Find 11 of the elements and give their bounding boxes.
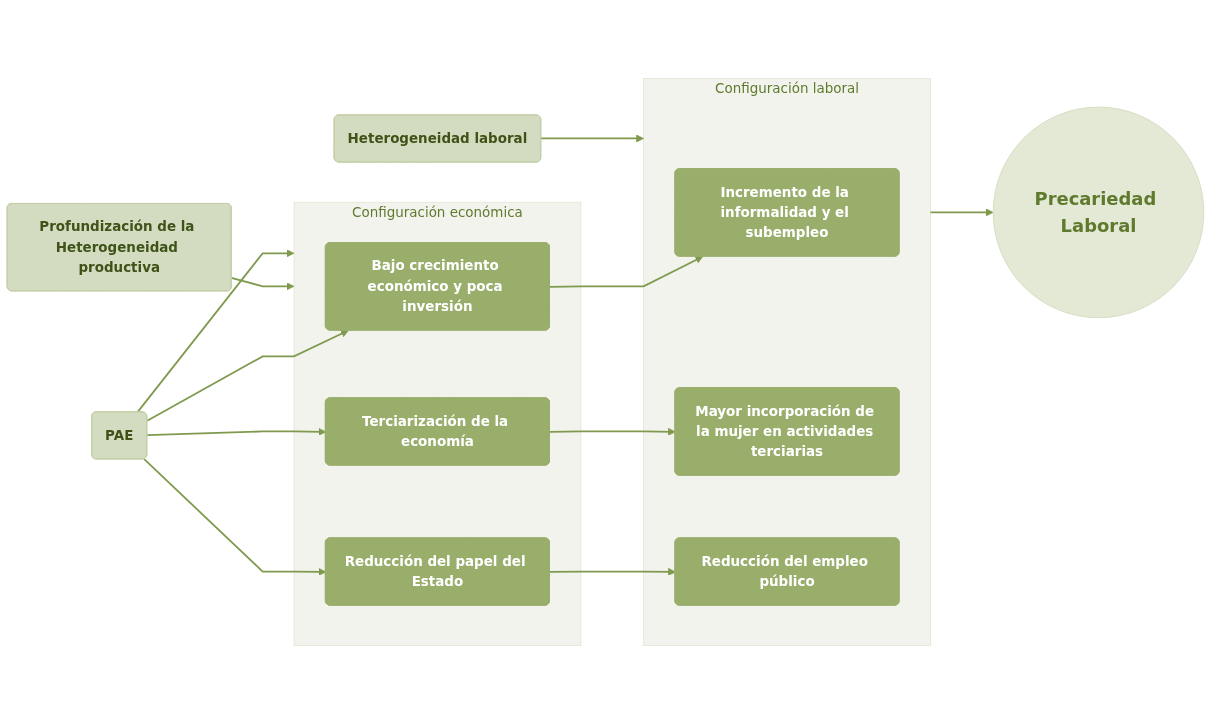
node-circle: Precariedad Laboral — [992, 106, 1205, 319]
arrow — [230, 276, 295, 291]
arrow — [549, 256, 704, 288]
arrow — [146, 427, 327, 436]
arrow — [539, 134, 644, 143]
arrow — [549, 567, 676, 576]
arrow — [136, 249, 295, 413]
arrow — [143, 458, 327, 576]
arrow — [929, 208, 994, 217]
arrow — [549, 427, 676, 436]
arrow — [146, 330, 349, 422]
